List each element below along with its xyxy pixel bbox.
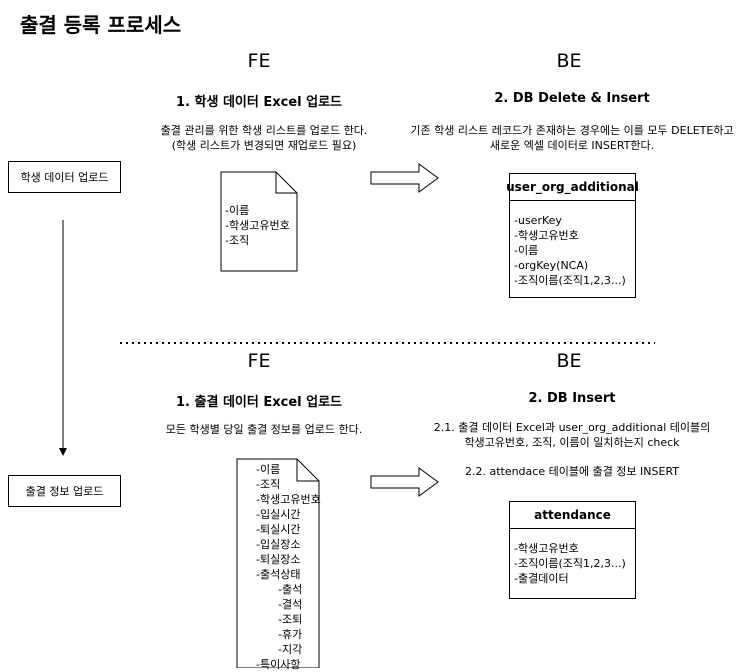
description-line: 출결 관리를 위한 학생 리스트를 업로드 한다. bbox=[160, 124, 368, 137]
step-title-be: 2. DB Insert bbox=[528, 391, 616, 406]
document-subfield: -조퇴 bbox=[278, 613, 303, 626]
be-column-header: BE bbox=[556, 50, 582, 72]
page-title: 출결 등록 프로세스 bbox=[20, 13, 182, 37]
document-subfield: -결석 bbox=[278, 598, 303, 611]
document-field: -입실장소 bbox=[256, 538, 301, 551]
document-fold bbox=[275, 172, 297, 194]
step-description-be-check: 2.1. 출결 데이터 Excel과 user_org_additional 테… bbox=[412, 420, 732, 450]
block-arrow-2 bbox=[370, 467, 439, 497]
description-line: 새로운 엑셀 데이터로 INSERT한다. bbox=[489, 139, 655, 152]
table-field: -이름 bbox=[514, 244, 539, 257]
step-title-be: 2. DB Delete & Insert bbox=[494, 91, 650, 106]
table-field: -학생고유번호 bbox=[514, 542, 579, 555]
document-field: -조직 bbox=[256, 478, 281, 491]
table-field: -orgKey(NCA) bbox=[514, 259, 589, 272]
step-description-fe: 모든 학생별 당일 출결 정보를 업로드 한다. bbox=[134, 422, 394, 437]
table-name: attendance bbox=[510, 502, 635, 529]
table-fields: -학생고유번호 -조직이름(조직1,2,3...) -출결데이터 bbox=[510, 529, 635, 586]
document-field: -이름 bbox=[225, 204, 250, 217]
flow-arrow-head bbox=[59, 448, 67, 456]
description-line: 2.1. 출결 데이터 Excel과 user_org_additional 테… bbox=[433, 421, 711, 434]
table-field: -조직이름(조직1,2,3...) bbox=[514, 274, 626, 287]
document-fold bbox=[296, 459, 319, 482]
description-line: (학생 리스트가 변경되면 재업로드 필요) bbox=[171, 139, 357, 152]
table-name: user_org_additional bbox=[506, 174, 639, 201]
description-line: 기존 학생 리스트 레코드가 존재하는 경우에는 이를 모두 DELETE하고 bbox=[410, 124, 734, 137]
document-field: -학생고유번호 bbox=[225, 219, 290, 232]
document-field: -학생고유번호 bbox=[256, 493, 321, 506]
fe-column-header: FE bbox=[247, 50, 271, 72]
be-column-header: BE bbox=[556, 350, 582, 372]
table-field: -출결데이터 bbox=[514, 572, 569, 585]
document-subfield: -출석 bbox=[278, 583, 303, 596]
document-field: -이름 bbox=[256, 463, 281, 476]
fe-column-header: FE bbox=[247, 350, 271, 372]
description-line: 2.2. attendace 테이블에 출결 정보 INSERT bbox=[464, 465, 680, 478]
document-field: -특이사항 bbox=[256, 658, 301, 671]
attendance-upload-box: 출결 정보 업로드 bbox=[8, 475, 121, 507]
description-line: 학생고유번호, 조직, 이름이 일치하는지 check bbox=[464, 436, 680, 449]
side-box-label: 출결 정보 업로드 bbox=[25, 485, 104, 498]
document-field: -퇴실장소 bbox=[256, 553, 301, 566]
document-fields-attendance: -이름 -조직 -학생고유번호 -입실시간 -퇴실시간 -입실장소 -퇴실장소 … bbox=[242, 462, 321, 672]
document-field: -출석상태 bbox=[256, 568, 301, 581]
db-table-attendance: attendance -학생고유번호 -조직이름(조직1,2,3...) -출결… bbox=[509, 501, 636, 599]
document-subfield: -지각 bbox=[278, 643, 303, 656]
step-description-be-insert: 2.2. attendace 테이블에 출결 정보 INSERT bbox=[412, 464, 732, 479]
table-fields: -userKey -학생고유번호 -이름 -orgKey(NCA) -조직이름(… bbox=[510, 201, 635, 288]
document-subfield: -휴가 bbox=[278, 628, 303, 641]
side-box-label: 학생 데이터 업로드 bbox=[20, 171, 109, 184]
table-field: -조직이름(조직1,2,3...) bbox=[514, 557, 626, 570]
step-description-be: 기존 학생 리스트 레코드가 존재하는 경우에는 이를 모두 DELETE하고 … bbox=[392, 123, 752, 153]
excel-document-shape-attendance bbox=[236, 458, 320, 668]
step-description-fe: 출결 관리를 위한 학생 리스트를 업로드 한다. (학생 리스트가 변경되면 … bbox=[134, 123, 394, 153]
db-table-user-org-additional: user_org_additional -userKey -학생고유번호 -이름… bbox=[506, 173, 639, 298]
table-field: -학생고유번호 bbox=[514, 229, 579, 242]
document-field: -퇴실시간 bbox=[256, 523, 301, 536]
student-upload-box: 학생 데이터 업로드 bbox=[8, 161, 121, 193]
step-title-fe: 1. 학생 데이터 Excel 업로드 bbox=[175, 95, 342, 110]
table-field: -userKey bbox=[514, 214, 562, 227]
excel-document-shape-student bbox=[220, 171, 298, 272]
block-arrow-1 bbox=[370, 163, 439, 193]
document-fields-student: -이름 -학생고유번호 -조직 bbox=[225, 203, 290, 248]
document-field: -입실시간 bbox=[256, 508, 301, 521]
description-line: 모든 학생별 당일 출결 정보를 업로드 한다. bbox=[165, 423, 363, 436]
document-field: -조직 bbox=[225, 234, 250, 247]
step-title-fe: 1. 출결 데이터 Excel 업로드 bbox=[175, 395, 342, 410]
